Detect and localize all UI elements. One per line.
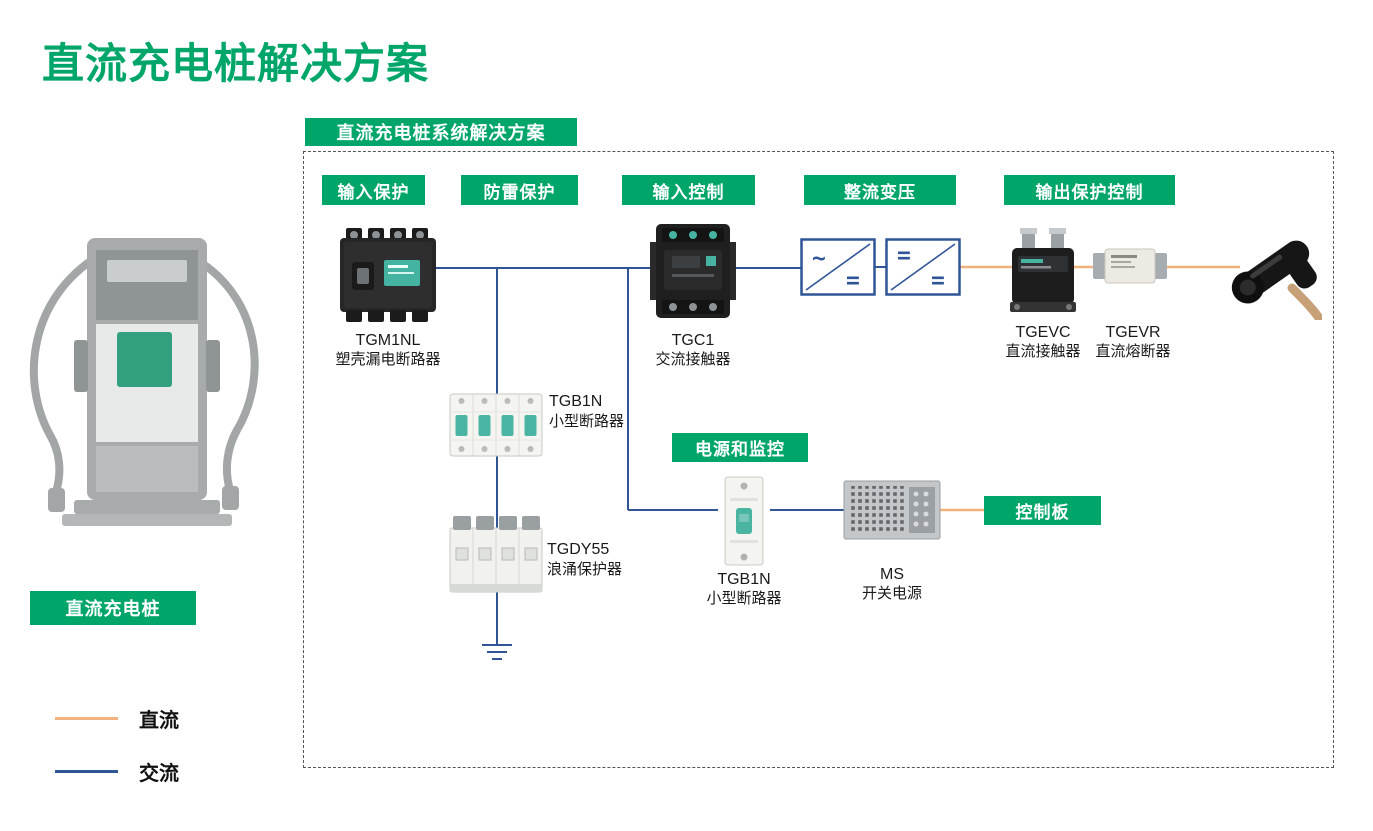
tgdy55-surge-protector-image bbox=[449, 514, 543, 600]
stage-lightning-protection: 防雷保护 bbox=[461, 175, 578, 205]
tgc1-name-label: 交流接触器 bbox=[655, 351, 731, 368]
stage-input-control: 输入控制 bbox=[622, 175, 755, 205]
tgb1n-main-breaker-image bbox=[449, 386, 543, 464]
tgevr-fuse-image bbox=[1093, 246, 1167, 286]
legend-ac-label: 交流 bbox=[139, 763, 179, 785]
tgm1nl-breaker-image bbox=[338, 226, 438, 324]
tgc1-contactor-image bbox=[648, 220, 738, 322]
acdc-bottom-symbol: = bbox=[846, 268, 860, 294]
system-tag: 直流充电桩系统解决方案 bbox=[305, 118, 577, 146]
tgb1n-aux-model-label: TGB1N bbox=[717, 571, 771, 588]
acdc-converter-symbol: ~ = bbox=[800, 238, 876, 296]
stage-input-protection: 输入保护 bbox=[322, 175, 425, 205]
ms-model-label: MS bbox=[880, 566, 904, 583]
ground-symbol bbox=[482, 644, 512, 660]
tgdy55-name-label: 浪涌保护器 bbox=[547, 561, 623, 578]
tgevr-model-label: TGEVR bbox=[1105, 324, 1161, 341]
tgb1n-main-model-label: TGB1N bbox=[549, 393, 603, 410]
charging-gun-image bbox=[1226, 220, 1322, 320]
tgc1-model-label: TGC1 bbox=[671, 332, 715, 349]
tgm1nl-name-label: 塑壳漏电断路器 bbox=[335, 351, 441, 368]
dcdc-converter-symbol: = = bbox=[885, 238, 961, 296]
dcdc-top-symbol: = bbox=[897, 243, 911, 269]
dcdc-bottom-symbol: = bbox=[931, 268, 945, 294]
tgb1n-aux-breaker-image bbox=[716, 474, 772, 568]
tgevr-name-label: 直流熔断器 bbox=[1095, 343, 1171, 360]
tgb1n-aux-name-label: 小型断路器 bbox=[706, 590, 782, 607]
tgb1n-main-name-label: 小型断路器 bbox=[549, 413, 625, 430]
charging-pile-image bbox=[29, 238, 259, 526]
page-title: 直流充电桩解决方案 bbox=[42, 40, 430, 87]
acdc-top-symbol: ~ bbox=[812, 246, 826, 272]
stage-control-board: 控制板 bbox=[984, 496, 1101, 525]
charging-pile-illustration bbox=[12, 220, 282, 540]
tgevc-model-label: TGEVC bbox=[1015, 324, 1071, 341]
stage-output-protection-control: 输出保护控制 bbox=[1004, 175, 1175, 205]
ms-name-label: 开关电源 bbox=[861, 585, 922, 602]
tgm1nl-model-label: TGM1NL bbox=[355, 332, 421, 349]
legend-ac-line bbox=[55, 770, 118, 773]
legend-dc-line bbox=[55, 717, 118, 720]
diagram-frame bbox=[303, 151, 1334, 768]
legend-dc-label: 直流 bbox=[139, 710, 179, 732]
tgevc-dc-contactor-image bbox=[1010, 228, 1076, 316]
stage-rectify-transform: 整流变压 bbox=[804, 175, 956, 205]
ms-power-supply-image bbox=[843, 477, 941, 543]
tgevc-name-label: 直流接触器 bbox=[1005, 343, 1081, 360]
pile-label: 直流充电桩 bbox=[30, 591, 196, 625]
stage-power-monitoring: 电源和监控 bbox=[672, 433, 808, 462]
tgdy55-model-label: TGDY55 bbox=[547, 541, 610, 558]
